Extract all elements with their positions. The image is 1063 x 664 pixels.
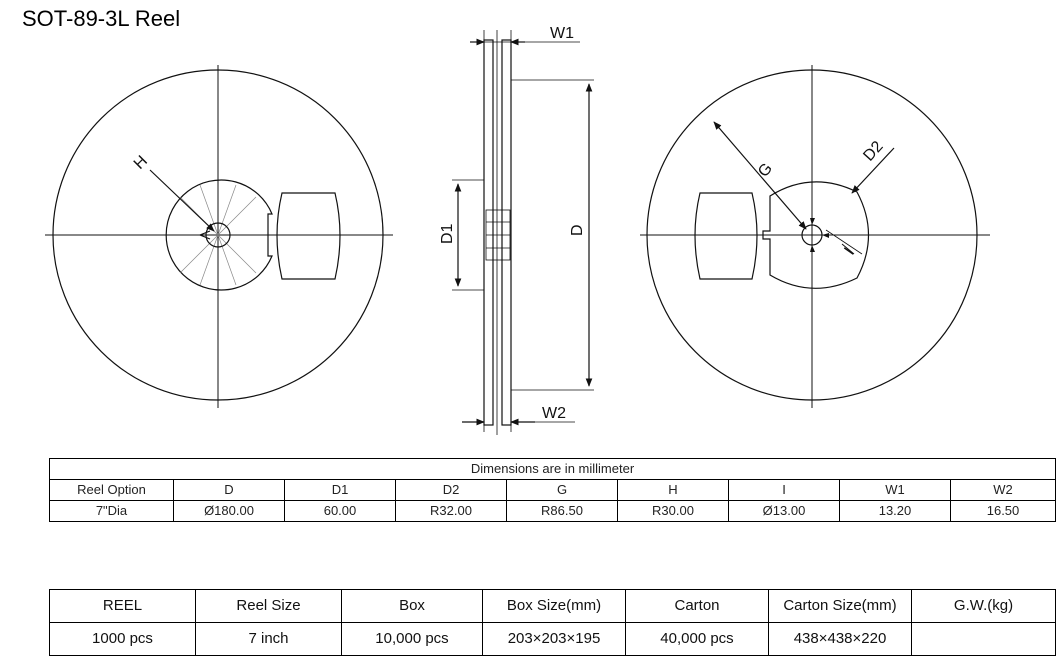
- label-d: D: [569, 224, 586, 236]
- table-header-cell: G: [506, 479, 618, 501]
- hub-spokes: [179, 184, 257, 286]
- table-header-cell: W1: [839, 479, 951, 501]
- table-header-cell: G.W.(kg): [911, 589, 1056, 623]
- table-header-cell: H: [617, 479, 729, 501]
- dimensions-caption: Dimensions are in millimeter: [48, 458, 1057, 480]
- reel-window-right: [694, 192, 758, 280]
- reel-front-view-left: [45, 65, 393, 408]
- g-dimension-line: [713, 121, 807, 230]
- table-header-cell: REEL: [49, 589, 196, 623]
- reel-technical-drawing: H W1 W2 D1 D: [45, 25, 990, 435]
- label-w2: W2: [542, 405, 566, 422]
- table-header-cell: Reel Size: [195, 589, 342, 623]
- i-dimension-line: [825, 229, 863, 255]
- table-header-cell: W2: [949, 479, 1057, 501]
- label-d1: D1: [439, 223, 456, 244]
- table-cell: R30.00: [617, 500, 729, 522]
- table-header-cell: D2: [395, 479, 507, 501]
- table-cell: 60.00: [284, 500, 396, 522]
- bore-key: [198, 230, 211, 240]
- dimensions-table: Dimensions are in millimeter Reel Option…: [48, 458, 1057, 522]
- table-cell: [911, 622, 1056, 656]
- table-cell: Ø13.00: [728, 500, 840, 522]
- table-cell: 13.20: [839, 500, 951, 522]
- flange-left: [483, 39, 494, 426]
- table-header-cell: Carton Size(mm): [768, 589, 912, 623]
- table-header-cell: D1: [284, 479, 396, 501]
- label-i: I: [841, 245, 857, 258]
- table-cell: 40,000 pcs: [625, 622, 769, 656]
- d2-dimension-line: [851, 147, 895, 194]
- dimensions-caption-row: Dimensions are in millimeter: [48, 458, 1057, 480]
- table-cell: 203×203×195: [482, 622, 626, 656]
- table-header-cell: Box: [341, 589, 483, 623]
- page-title: SOT-89-3L Reel: [22, 6, 181, 31]
- reel-hub-right: [762, 181, 870, 289]
- table-cell: 438×438×220: [768, 622, 912, 656]
- table-cell: R86.50: [506, 500, 618, 522]
- label-g: G: [755, 160, 776, 180]
- reel-hub: [165, 179, 273, 291]
- table-header-cell: D: [173, 479, 285, 501]
- reel-front-view-right: [640, 65, 990, 408]
- center-bore: [205, 222, 231, 248]
- table-header-cell: I: [728, 479, 840, 501]
- table-cell: 10,000 pcs: [341, 622, 483, 656]
- table-header-cell: Reel Option: [49, 479, 174, 501]
- reel-side-view: [452, 30, 594, 435]
- table-row: 7"Dia Ø180.00 60.00 R32.00 R86.50 R30.00…: [49, 500, 1057, 522]
- label-h: H: [131, 153, 151, 173]
- table-header-cell: Carton: [625, 589, 769, 623]
- label-w1: W1: [550, 25, 574, 42]
- table-cell: 7"Dia: [49, 500, 174, 522]
- flange-right: [501, 39, 512, 426]
- table-cell: 7 inch: [195, 622, 342, 656]
- table-row: 1000 pcs 7 inch 10,000 pcs 203×203×195 4…: [49, 622, 1056, 656]
- table-cell: 16.50: [949, 500, 1057, 522]
- packing-header-row: REEL Reel Size Box Box Size(mm) Carton C…: [49, 589, 1056, 623]
- table-cell: R32.00: [395, 500, 507, 522]
- dimensions-header-row: Reel Option D D1 D2 G H I W1 W2: [49, 479, 1057, 501]
- reel-window: [276, 192, 341, 280]
- table-header-cell: Box Size(mm): [482, 589, 626, 623]
- table-cell: Ø180.00: [173, 500, 285, 522]
- table-cell: 1000 pcs: [49, 622, 196, 656]
- h-dimension-line: [149, 169, 215, 232]
- packing-table: REEL Reel Size Box Box Size(mm) Carton C…: [49, 589, 1056, 656]
